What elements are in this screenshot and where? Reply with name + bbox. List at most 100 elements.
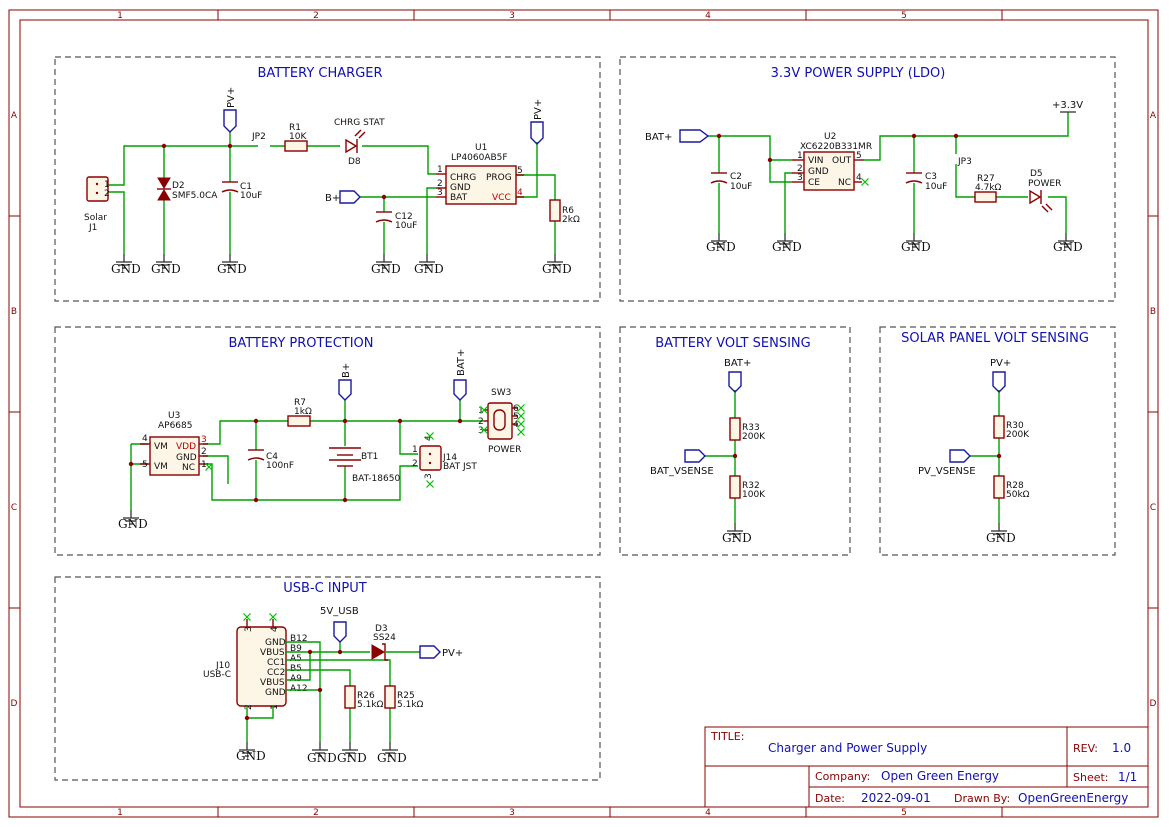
u3-pinnum-2: 2 bbox=[201, 447, 207, 457]
r7-resistor bbox=[287, 415, 311, 427]
grid-col-4-top: 4 bbox=[705, 11, 711, 21]
bat-plus-label-ldo: BAT+ bbox=[645, 132, 672, 143]
j10-ref: J10 bbox=[215, 661, 230, 671]
title-block-title: Charger and Power Supply bbox=[768, 741, 927, 755]
r28-value: 50kΩ bbox=[1006, 490, 1030, 500]
j10-pin-vbus-top: VBUS bbox=[260, 648, 285, 658]
u3-value: AP6685 bbox=[158, 421, 193, 431]
c3-ref: C3 bbox=[925, 172, 937, 182]
j1-ref: J1 bbox=[88, 223, 97, 233]
gnd-j10: GND bbox=[236, 749, 266, 763]
r26-value: 5.1kΩ bbox=[357, 700, 384, 710]
c12-ref: C12 bbox=[395, 212, 413, 222]
sw3-pin-2: 2 bbox=[478, 417, 484, 427]
u1-pin-bat: BAT bbox=[450, 193, 468, 203]
title-ldo: 3.3V POWER SUPPLY (LDO) bbox=[771, 66, 946, 81]
gnd-u2: GND bbox=[772, 240, 802, 254]
bt1-battery bbox=[329, 447, 361, 467]
d3-value: SS24 bbox=[373, 633, 396, 643]
j10-pinnum-a5: A5 bbox=[290, 654, 302, 664]
r1-resistor bbox=[284, 140, 308, 152]
gnd-usb-shield: GND bbox=[307, 751, 337, 765]
title-block: TITLE: Charger and Power Supply REV: 1.0… bbox=[704, 726, 1149, 808]
u2-pinnum-5: 5 bbox=[856, 151, 862, 161]
r1-ref: R1 bbox=[289, 123, 301, 133]
c2-capacitor bbox=[710, 172, 728, 184]
r27-ref: R27 bbox=[977, 174, 995, 184]
u2-pin-gnd: GND bbox=[808, 167, 829, 177]
j10-mount-3: 3 bbox=[244, 626, 254, 632]
v5usb-port bbox=[333, 621, 347, 643]
sw3-pin-4: 4 bbox=[513, 420, 519, 430]
sw3-pin-3: 3 bbox=[478, 426, 484, 436]
bat-vsense-label: BAT_VSENSE bbox=[650, 466, 714, 477]
j10-pin-cc1: CC1 bbox=[267, 658, 285, 668]
title-battery-volt-sensing: BATTERY VOLT SENSING bbox=[655, 336, 810, 351]
title-block-drawn-label: Drawn By: bbox=[954, 792, 1010, 805]
j10-value: USB-C bbox=[203, 670, 231, 680]
b-plus-label-protection: B+ bbox=[341, 363, 352, 378]
j10-usbc-connector bbox=[236, 626, 287, 707]
j10-pinnum-a12: A12 bbox=[290, 684, 308, 694]
gnd-r25: GND bbox=[377, 751, 407, 765]
title-block-drawn: OpenGreenEnergy bbox=[1018, 791, 1128, 805]
grid-row-b-right: B bbox=[1150, 307, 1156, 317]
battery-protection-circuit: U3 AP6685 VM VM VDD GND NC 4 5 3 2 1 R7 … bbox=[118, 349, 526, 531]
c1-value: 10uF bbox=[240, 191, 262, 201]
pv-plus-label-sensing: PV+ bbox=[990, 358, 1011, 369]
r32-resistor bbox=[729, 475, 741, 499]
c2-ref: C2 bbox=[730, 172, 742, 182]
box-usbc-input bbox=[54, 576, 601, 781]
grid-col-3-bottom: 3 bbox=[509, 808, 515, 818]
ldo-circuit: BAT+ C2 10uF U2 XC6220B331MR VIN OUT GND… bbox=[645, 100, 1083, 254]
title-block-date: 2022-09-01 bbox=[861, 791, 931, 805]
u3-pin-gnd: GND bbox=[176, 453, 197, 463]
c12-capacitor bbox=[375, 211, 393, 223]
u3-ref: U3 bbox=[168, 411, 180, 421]
r33-ref: R33 bbox=[742, 423, 760, 433]
v5usb-label: 5V_USB bbox=[320, 606, 359, 617]
d5-ref: D5 bbox=[1030, 169, 1043, 179]
u2-pinnum-1: 1 bbox=[797, 151, 803, 161]
c4-ref: C4 bbox=[266, 452, 278, 462]
pv-vsense-label: PV_VSENSE bbox=[918, 466, 976, 477]
grid-row-d-left: D bbox=[11, 699, 18, 709]
pv-plus-port-u1 bbox=[530, 121, 544, 145]
gnd-u1: GND bbox=[414, 262, 444, 276]
u1-pinnum-2: 2 bbox=[437, 179, 443, 189]
j14-ref: J14 bbox=[442, 453, 457, 463]
b-plus-port-protection bbox=[338, 379, 352, 401]
title-block-sheet-label: Sheet: bbox=[1073, 771, 1109, 784]
gnd-j1: GND bbox=[111, 262, 141, 276]
u2-pin-vin: VIN bbox=[808, 156, 824, 166]
u1-pinnum-4: 4 bbox=[517, 188, 523, 198]
r26-resistor bbox=[344, 685, 356, 709]
gnd-c3: GND bbox=[901, 240, 931, 254]
u1-value: LP4060AB5F bbox=[451, 153, 508, 163]
u2-ldo-ic bbox=[803, 151, 855, 191]
grid-col-3-top: 3 bbox=[509, 11, 515, 21]
u1-charger-ic bbox=[445, 165, 517, 205]
bat-plus-label-protection: BAT+ bbox=[456, 349, 467, 376]
grid-col-1-bottom: 1 bbox=[117, 808, 123, 818]
gnd-c12: GND bbox=[371, 262, 401, 276]
r7-ref: R7 bbox=[294, 398, 306, 408]
d8-led bbox=[340, 129, 366, 154]
box-solar-volt-sensing bbox=[879, 326, 1116, 556]
pv-plus-label-usbc: PV+ bbox=[442, 648, 463, 659]
bt1-ref: BT1 bbox=[361, 452, 378, 462]
u2-pinnum-4: 4 bbox=[856, 173, 862, 183]
j1-pin-1: 1 bbox=[104, 180, 110, 190]
pv-plus-port-sensing bbox=[992, 371, 1006, 393]
d8-label: CHRG STAT bbox=[334, 118, 385, 128]
grid-col-4-bottom: 4 bbox=[705, 808, 711, 818]
r27-value: 4.7kΩ bbox=[975, 183, 1002, 193]
j1-pin-2: 2 bbox=[104, 189, 110, 199]
title-block-date-label: Date: bbox=[815, 792, 845, 805]
title-usbc-input: USB-C INPUT bbox=[283, 581, 366, 596]
j10-pinnum-b5: B5 bbox=[290, 664, 302, 674]
j10-mount-1: 1 bbox=[270, 704, 280, 710]
d5-led bbox=[1029, 189, 1053, 213]
gnd-r28: GND bbox=[986, 531, 1016, 545]
solar-volt-sensing-circuit: PV+ R30 200K R28 50kΩ PV_VSENSE GND bbox=[918, 358, 1030, 545]
